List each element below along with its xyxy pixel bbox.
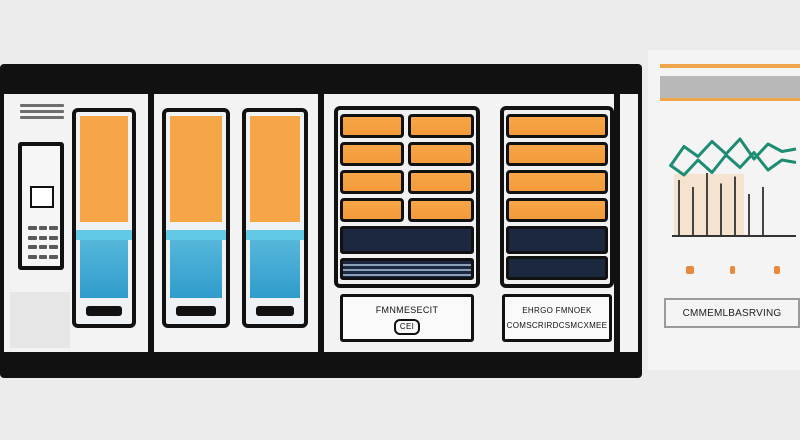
drawer[interactable] <box>408 170 474 194</box>
keypad[interactable] <box>28 226 58 262</box>
drive-bay[interactable] <box>162 108 230 328</box>
control-strip <box>340 226 474 254</box>
drawer[interactable] <box>340 142 404 166</box>
legend-dot <box>774 266 780 274</box>
rack-divider <box>318 70 324 370</box>
vent-strip <box>340 258 474 280</box>
drawer[interactable] <box>408 198 474 222</box>
chart-series-line <box>668 137 797 168</box>
rack-divider <box>148 70 154 370</box>
drawer[interactable] <box>340 170 404 194</box>
chart-bar <box>734 176 736 236</box>
chart-lines <box>668 137 797 177</box>
panel-accent-line-lower <box>660 98 800 101</box>
chart-bar <box>692 187 694 236</box>
legend-dot <box>686 266 694 274</box>
drawer[interactable] <box>340 114 404 138</box>
chart-bar <box>706 173 708 236</box>
chart-legend-markers <box>686 266 786 278</box>
unit-one-title: FMNMESECIT <box>375 305 439 315</box>
chart-bars <box>672 173 796 237</box>
chart-bar <box>748 194 750 236</box>
chart-series-line <box>669 151 797 177</box>
chart-bar <box>720 183 722 236</box>
drawer[interactable] <box>506 114 608 138</box>
unit-two-label: EHRGO FMNOEK COMSCRIRDCSMCXMEE <box>502 294 612 342</box>
rack-divider <box>614 70 620 370</box>
panel-accent-line <box>660 64 800 68</box>
legend-dot <box>730 266 735 274</box>
menu-lines-icon <box>20 104 64 122</box>
drive-bay[interactable] <box>242 108 308 328</box>
drawer[interactable] <box>408 114 474 138</box>
drive-slot <box>86 306 122 316</box>
legend-box: CMMEMLBASRVING <box>664 298 800 328</box>
drive-slot <box>176 306 216 316</box>
control-screen <box>30 186 54 208</box>
drawer[interactable] <box>408 142 474 166</box>
activity-chart <box>668 137 797 237</box>
chart-bar <box>762 187 764 236</box>
drive-bay[interactable] <box>72 108 136 328</box>
legend-label: CMMEMLBASRVING <box>682 307 782 319</box>
chart-bar <box>678 180 680 236</box>
drive-slot <box>256 306 294 316</box>
drawer[interactable] <box>340 198 404 222</box>
chart-glow <box>674 174 744 236</box>
drawer[interactable] <box>506 198 608 222</box>
drawer[interactable] <box>506 142 608 166</box>
control-strip <box>506 226 608 254</box>
control-strip <box>506 256 608 280</box>
unit-one-label: FMNMESECIT CEI <box>340 294 474 342</box>
unit-two-subtitle: COMSCRIRDCSMCXMEE <box>506 321 608 330</box>
unit-one-badge: CEI <box>393 319 421 335</box>
panel-title-bar <box>660 76 800 98</box>
drawer[interactable] <box>506 170 608 194</box>
base-block <box>10 292 70 348</box>
unit-two-title: EHRGO FMNOEK <box>522 306 592 315</box>
